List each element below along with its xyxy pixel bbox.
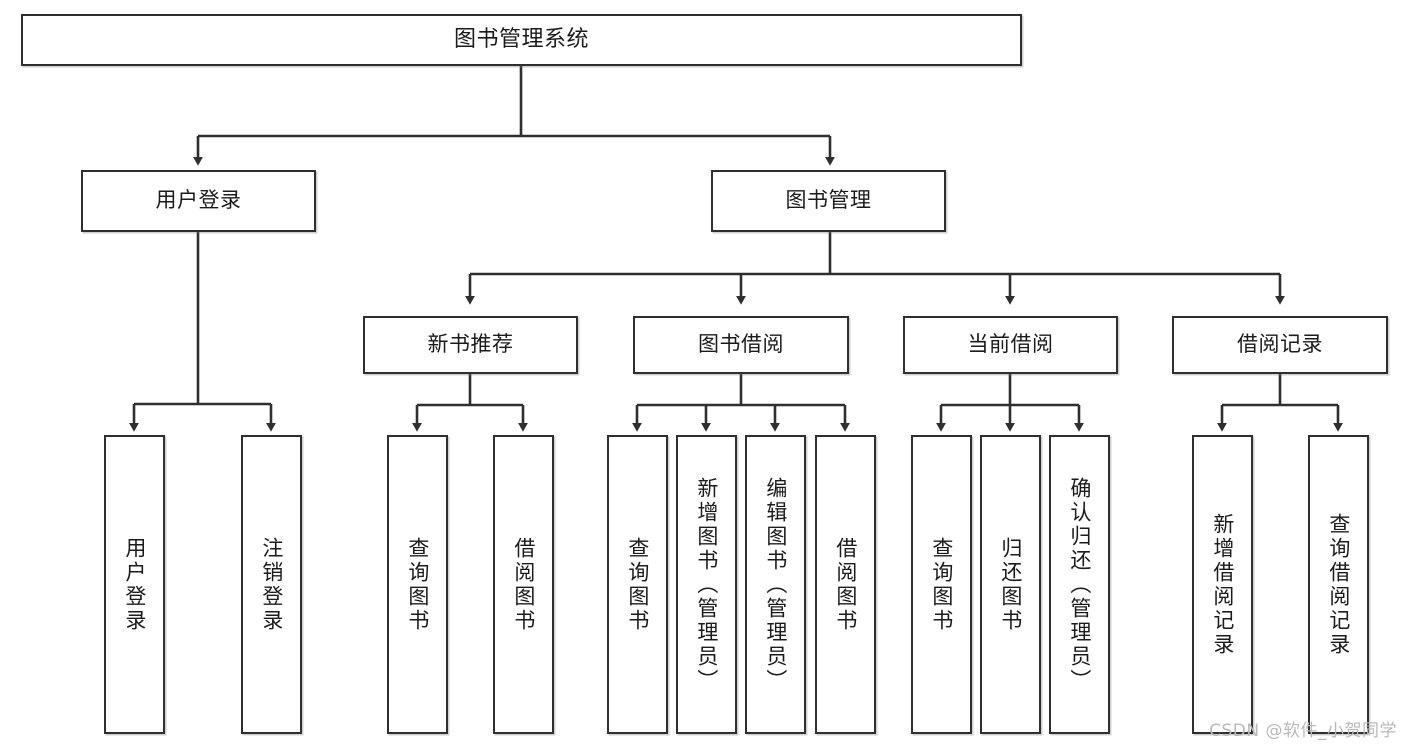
node-leaf-borrow-book-2-label: 借阅图书 [833, 536, 858, 633]
node-leaf-confirm-return-label: 确认归还（管理员） [1067, 476, 1092, 693]
node-new-book-recommend-label: 新书推荐 [427, 332, 514, 357]
node-book-management[interactable]: 图书管理 [711, 170, 946, 232]
node-leaf-add-record-label: 新增借阅记录 [1210, 512, 1235, 657]
node-leaf-confirm-return[interactable]: 确认归还（管理员） [1049, 435, 1110, 734]
node-book-borrow-label: 图书借阅 [698, 332, 784, 357]
node-leaf-add-book[interactable]: 新增图书（管理员） [676, 435, 737, 734]
node-leaf-return-book-label: 归还图书 [998, 536, 1023, 633]
node-leaf-borrow-book-2[interactable]: 借阅图书 [815, 435, 876, 734]
node-leaf-query-book-2[interactable]: 查询图书 [607, 435, 668, 734]
node-leaf-borrow-book-1-label: 借阅图书 [511, 536, 536, 633]
node-leaf-add-book-label: 新增图书（管理员） [694, 476, 719, 693]
node-leaf-query-book-3-label: 查询图书 [929, 536, 954, 633]
node-leaf-borrow-book-1[interactable]: 借阅图书 [493, 435, 554, 734]
node-root-system-label: 图书管理系统 [453, 26, 589, 52]
node-leaf-query-record-label: 查询借阅记录 [1326, 512, 1351, 657]
csdn-watermark: CSDN @软件_小贺同学 [1209, 721, 1397, 741]
node-leaf-user-login-label: 用户登录 [122, 536, 147, 633]
node-leaf-edit-book[interactable]: 编辑图书（管理员） [745, 435, 806, 734]
node-leaf-query-book-1-label: 查询图书 [405, 536, 430, 633]
node-leaf-return-book[interactable]: 归还图书 [980, 435, 1041, 734]
node-leaf-add-record[interactable]: 新增借阅记录 [1192, 435, 1253, 734]
node-user-login[interactable]: 用户登录 [81, 170, 316, 232]
node-leaf-logout-login[interactable]: 注销登录 [241, 435, 302, 734]
node-leaf-query-record[interactable]: 查询借阅记录 [1308, 435, 1369, 734]
node-leaf-user-login[interactable]: 用户登录 [104, 435, 165, 734]
node-borrow-record-label: 借阅记录 [1237, 332, 1323, 357]
node-current-borrow-label: 当前借阅 [967, 332, 1054, 357]
node-root-system[interactable]: 图书管理系统 [21, 14, 1022, 66]
node-book-borrow[interactable]: 图书借阅 [633, 316, 849, 374]
node-leaf-query-book-1[interactable]: 查询图书 [387, 435, 448, 734]
node-book-management-label: 图书管理 [785, 188, 872, 213]
node-leaf-query-book-2-label: 查询图书 [625, 536, 650, 633]
node-leaf-query-book-3[interactable]: 查询图书 [911, 435, 972, 734]
node-user-login-label: 用户登录 [155, 188, 242, 213]
node-leaf-logout-login-label: 注销登录 [259, 536, 284, 633]
node-current-borrow[interactable]: 当前借阅 [903, 316, 1118, 374]
node-borrow-record[interactable]: 借阅记录 [1172, 316, 1388, 374]
node-new-book-recommend[interactable]: 新书推荐 [363, 316, 578, 374]
node-leaf-edit-book-label: 编辑图书（管理员） [763, 476, 788, 693]
